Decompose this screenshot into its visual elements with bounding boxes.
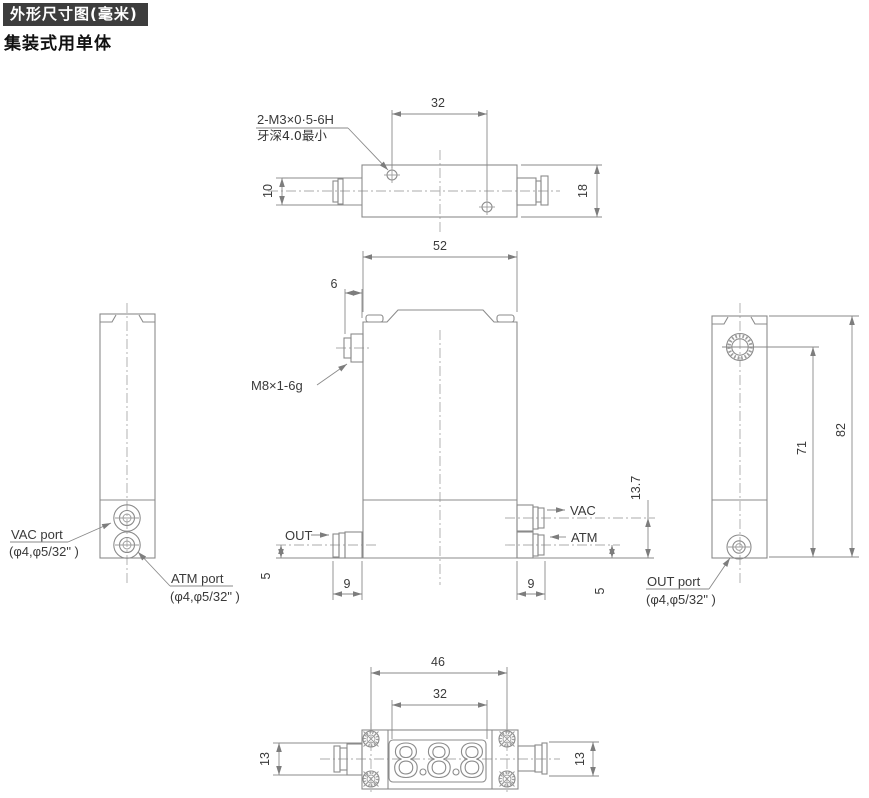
screw [362,770,380,788]
right-side-view: 71 82 OUT port (φ4,φ5/32" ) [646,303,859,607]
atm-port-size: (φ4,φ5/32" ) [170,589,240,604]
vac-port-leader [67,522,112,543]
out-port-size: (φ4,φ5/32" ) [646,592,716,607]
dim-front-6: 6 [331,277,338,291]
dim-front-13-7: 13.7 [629,476,643,500]
thread-note-leader [347,127,389,171]
display-dot-1 [419,768,427,776]
display-digit-3: 8 [458,735,487,788]
dim-front-52: 52 [433,239,447,253]
atm-port-name: ATM port [171,571,224,586]
seven-segment-display: 8 8 8 [391,734,487,788]
dim-front-9-left: 9 [344,577,351,591]
front-view: 52 6 M8×1-6g OUT VAC ATM 5 5 13.7 9 [251,239,655,600]
out-port-leader [708,557,731,590]
left-side-view: VAC port (φ4,φ5/32" ) ATM port (φ4,φ5/32… [9,303,240,604]
display-dot-2 [452,768,460,776]
m8-stud [343,333,364,363]
thread-note-line1: 2-M3×0·5-6H [257,112,334,127]
dim-top-18: 18 [576,184,590,198]
vac-port-size: (φ4,φ5/32" ) [9,544,79,559]
mounting-screws [362,730,516,788]
dim-front-5-right: 5 [593,587,607,594]
dim-bottom-13-left: 13 [258,752,272,766]
dim-front-5-left: 5 [259,572,273,579]
vac-fitting [516,504,545,532]
m3-hole-left [384,167,400,183]
display-digit-2: 8 [425,735,454,788]
top-view: 32 10 18 2-M3×0·5-6H 牙深4.0最小 [256,96,602,232]
dim-right-82: 82 [834,423,848,437]
dim-bottom-13-right: 13 [573,752,587,766]
page-subtitle: 集装式用单体 [4,34,112,54]
vac-port-hole [113,504,141,532]
atm-fitting [516,531,545,559]
vac-port-name: VAC port [11,527,63,542]
left-view-body [99,313,156,559]
m8-leader [316,363,348,386]
dim-top-32: 32 [431,96,445,110]
section-badge: 外形尺寸图(毫米) [3,3,148,26]
atm-port-hole [113,531,141,559]
dim-bottom-46: 46 [431,655,445,669]
vac-flow-label: VAC [570,503,596,518]
bottom-view: 8 8 8 46 32 13 [258,655,599,795]
m3-hole-right [479,199,495,215]
dim-front-9-right: 9 [528,577,535,591]
screw [498,770,516,788]
out-flow-label: OUT [285,528,313,543]
screw [498,730,516,748]
atm-port-leader [137,551,171,587]
display-window [388,739,487,783]
thread-note-line2: 牙深4.0最小 [257,128,327,143]
out-port-name: OUT port [647,574,701,589]
dim-bottom-32: 32 [433,687,447,701]
dim-right-71: 71 [795,441,809,455]
right-view-body [711,315,768,559]
out-port-hole [726,534,752,560]
atm-flow-label: ATM [571,530,597,545]
m8-thread-label: M8×1-6g [251,378,303,393]
screw [362,730,380,748]
display-digit-1: 8 [392,735,421,788]
dim-top-10: 10 [261,184,275,198]
